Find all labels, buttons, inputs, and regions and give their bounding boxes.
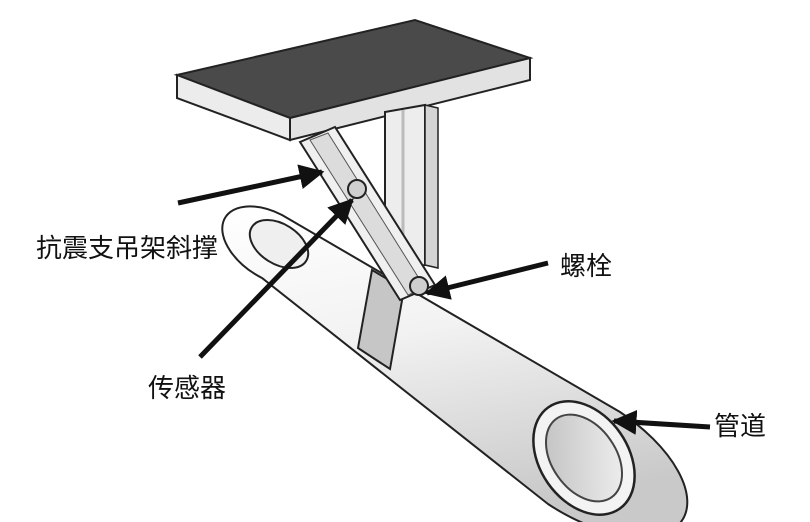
pipe [221,205,689,522]
sensor-arrow [198,198,354,359]
pipe-arrow [611,409,711,435]
brace-arrow [177,164,325,206]
upper-bolt [347,179,367,199]
mounting-plate [173,18,534,142]
sensor-label: 传感器 [148,374,227,404]
bolt-arrow [424,260,549,300]
brace-label: 抗震支吊架斜撑 [36,234,219,264]
diagonal-brace [298,125,437,302]
bolt-label: 螺栓 [560,252,613,282]
lower-bolt [409,276,429,296]
pipe-label: 管道 [714,412,767,442]
